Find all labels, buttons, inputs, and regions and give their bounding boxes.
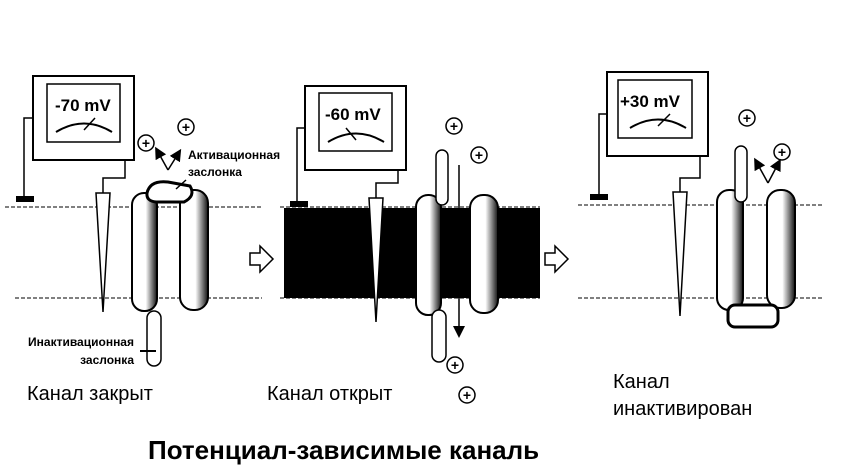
caption-open: Канал открыт bbox=[267, 383, 393, 405]
svg-text:+: + bbox=[142, 135, 150, 151]
inactivation-gate-label: Инактивационная заслонка bbox=[28, 335, 134, 367]
panel-open: -60 mV + + + + bbox=[280, 85, 540, 404]
electrode bbox=[368, 197, 384, 323]
voltmeter: -60 mV bbox=[304, 85, 407, 171]
channel-subunit-left bbox=[131, 192, 158, 312]
electrode-wire bbox=[102, 160, 126, 193]
ion: + bbox=[445, 117, 463, 135]
electrode bbox=[672, 191, 688, 317]
ground-wire bbox=[296, 127, 305, 201]
svg-text:+: + bbox=[778, 144, 786, 160]
voltage-readout: -60 mV bbox=[325, 105, 381, 124]
inactivation-gate bbox=[726, 303, 780, 329]
svg-text:+: + bbox=[475, 147, 483, 163]
svg-text:+: + bbox=[182, 119, 190, 135]
voltage-readout: +30 mV bbox=[620, 92, 681, 111]
ion: + bbox=[773, 143, 791, 161]
channel-subunit-left bbox=[716, 189, 744, 311]
panel-closed: -70 mV + + bbox=[5, 75, 262, 367]
inactivation-gate bbox=[431, 309, 447, 363]
ground-wire bbox=[598, 113, 607, 194]
ground-symbol bbox=[16, 196, 34, 202]
svg-text:+: + bbox=[463, 387, 471, 403]
channel-subunit-right bbox=[469, 194, 499, 314]
caption-inactivated: Канал инактивирован bbox=[613, 371, 753, 420]
channel-subunit-left bbox=[415, 194, 442, 316]
svg-text:+: + bbox=[450, 118, 458, 134]
caption-closed: Канал закрыт bbox=[27, 383, 153, 405]
ion-arrow bbox=[754, 157, 769, 184]
voltage-readout: -70 mV bbox=[55, 96, 111, 115]
ion: + bbox=[137, 134, 155, 152]
channel-subunit-right bbox=[179, 189, 209, 311]
svg-text:+: + bbox=[743, 110, 751, 126]
ion: + bbox=[470, 146, 488, 164]
panel-inactivated: +30 mV + + bbox=[578, 71, 822, 329]
ion-arrow bbox=[767, 158, 781, 184]
activation-gate-label: Активационная заслонка bbox=[188, 148, 281, 179]
ion-arrow bbox=[155, 146, 169, 171]
ion: + bbox=[738, 109, 756, 127]
transition-arrow bbox=[544, 244, 570, 274]
ground-symbol bbox=[590, 194, 608, 200]
figure-title: Потенциал-зависимые каналь bbox=[148, 435, 540, 465]
activation-gate bbox=[435, 149, 449, 206]
ion-arrow bbox=[167, 148, 182, 171]
channel-subunit-right bbox=[766, 189, 796, 309]
ground-wire bbox=[23, 117, 33, 196]
electrode-wire bbox=[375, 170, 399, 198]
voltmeter: -70 mV bbox=[32, 75, 135, 161]
voltmeter: +30 mV bbox=[606, 71, 709, 157]
membrane-band bbox=[284, 208, 540, 298]
inactivation-gate bbox=[146, 310, 162, 367]
ion: + bbox=[458, 386, 476, 404]
activation-gate-pointer bbox=[175, 179, 187, 190]
activation-gate bbox=[734, 145, 748, 203]
activation-gate bbox=[145, 180, 194, 204]
ground-symbol bbox=[290, 201, 308, 207]
electrode-wire bbox=[679, 156, 701, 192]
svg-text:+: + bbox=[451, 357, 459, 373]
ion: + bbox=[177, 118, 195, 136]
transition-arrow bbox=[249, 244, 275, 274]
electrode bbox=[95, 192, 111, 313]
ion: + bbox=[446, 356, 464, 374]
